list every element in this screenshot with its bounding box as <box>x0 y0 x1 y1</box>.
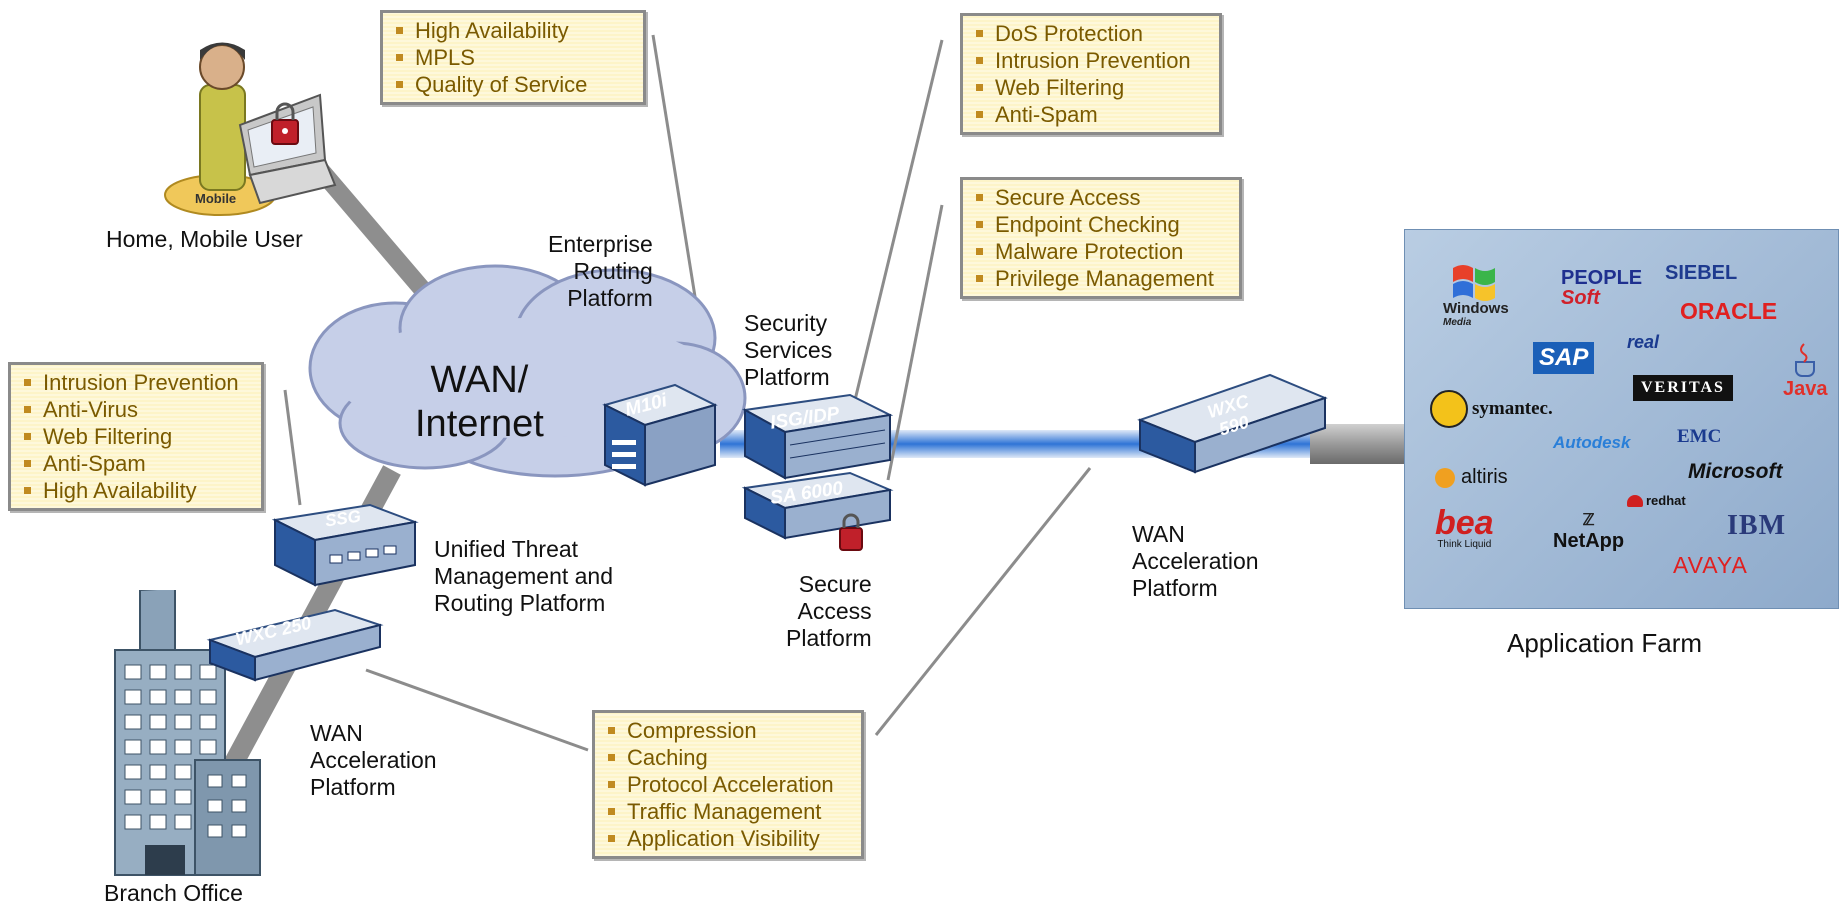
list-item: Web Filtering <box>21 423 251 450</box>
isg-idp-appliance <box>741 393 894 480</box>
mobile-badge: Mobile <box>195 191 237 206</box>
callout-access <box>886 204 944 481</box>
symantec-logo: symantec. <box>1430 390 1553 428</box>
altiris-icon <box>1435 467 1455 488</box>
list-item: Caching <box>605 744 851 771</box>
callout-wan-branch <box>365 668 589 752</box>
list-item: Web Filtering <box>973 74 1209 101</box>
cloud-label: WAN/Internet <box>415 359 544 445</box>
ssg-appliance <box>271 503 419 587</box>
netapp-icon: ℤ <box>1582 512 1595 529</box>
callout-security <box>853 39 944 401</box>
farm-link <box>1310 424 1410 464</box>
list-item: Application Visibility <box>605 825 851 852</box>
redhat-icon <box>1627 494 1643 507</box>
callout-wan-dc <box>874 467 1092 736</box>
ssg-label: SSG <box>323 506 363 531</box>
list-item: Privilege Management <box>973 265 1229 292</box>
ibm-logo: IBM <box>1727 510 1786 541</box>
list-item: Quality of Service <box>393 71 633 98</box>
routing-features-box: High Availability MPLS Quality of Servic… <box>380 10 646 105</box>
java-cup-icon <box>1795 343 1816 377</box>
list-item: Anti-Virus <box>21 396 251 423</box>
veritas-logo: VERITAS <box>1633 375 1733 401</box>
mobile-user-icon <box>164 42 337 216</box>
branch-office-label: Branch Office <box>104 880 243 906</box>
security-features-box: DoS Protection Intrusion Prevention Web … <box>960 13 1222 135</box>
wxc250-appliance <box>206 608 384 682</box>
real-logo: real <box>1627 332 1660 352</box>
oracle-logo: ORACLE <box>1680 298 1778 324</box>
list-item: High Availability <box>21 477 251 504</box>
wxc590-appliance <box>1137 373 1328 474</box>
altiris-logo: altiris <box>1435 466 1508 489</box>
list-item: Anti-Spam <box>973 101 1209 128</box>
list-item: Protocol Acceleration <box>605 771 851 798</box>
emc-logo: EMC <box>1677 426 1722 447</box>
wan-features-box: Compression Caching Protocol Acceleratio… <box>592 710 864 859</box>
list-item: Traffic Management <box>605 798 851 825</box>
siebel-logo: SIEBEL <box>1665 262 1738 284</box>
list-item: Compression <box>605 717 851 744</box>
sap-logo: SAP <box>1533 342 1595 374</box>
java-logo: Java <box>1783 342 1828 401</box>
symantec-icon <box>1430 390 1468 428</box>
branch-building-icon <box>114 590 261 876</box>
list-item: MPLS <box>393 44 633 71</box>
sa6000-appliance <box>741 471 894 551</box>
peoplesoft-logo: PEOPLE Soft <box>1561 267 1643 309</box>
home-user-label: Home, Mobile User <box>106 226 303 252</box>
m10i-router <box>602 383 718 487</box>
list-item: Anti-Spam <box>21 450 251 477</box>
windows-media-logo: Windows Media <box>1443 260 1509 330</box>
callout-utm <box>283 389 302 506</box>
list-item: Intrusion Prevention <box>973 47 1209 74</box>
application-farm-label: Application Farm <box>1507 628 1703 658</box>
list-item: Secure Access <box>973 184 1229 211</box>
bea-logo: bea Think Liquid <box>1435 504 1494 550</box>
list-item: DoS Protection <box>973 20 1209 47</box>
list-item: Endpoint Checking <box>973 211 1229 238</box>
list-item: Intrusion Prevention <box>21 369 251 396</box>
microsoft-logo: Microsoft <box>1688 460 1783 483</box>
redhat-logo: redhat <box>1627 492 1686 508</box>
utm-features-box: Intrusion Prevention Anti-Virus Web Filt… <box>8 362 264 511</box>
application-farm-panel: Windows Media PEOPLE Soft SIEBEL ORACLE … <box>1404 229 1839 609</box>
list-item: Malware Protection <box>973 238 1229 265</box>
avaya-logo: AVAYA <box>1673 552 1748 578</box>
list-item: High Availability <box>393 17 633 44</box>
windows-flag-icon <box>1453 265 1495 301</box>
autodesk-logo: Autodesk <box>1553 433 1631 452</box>
netapp-logo: ℤ NetApp <box>1553 512 1625 552</box>
access-features-box: Secure Access Endpoint Checking Malware … <box>960 177 1242 299</box>
